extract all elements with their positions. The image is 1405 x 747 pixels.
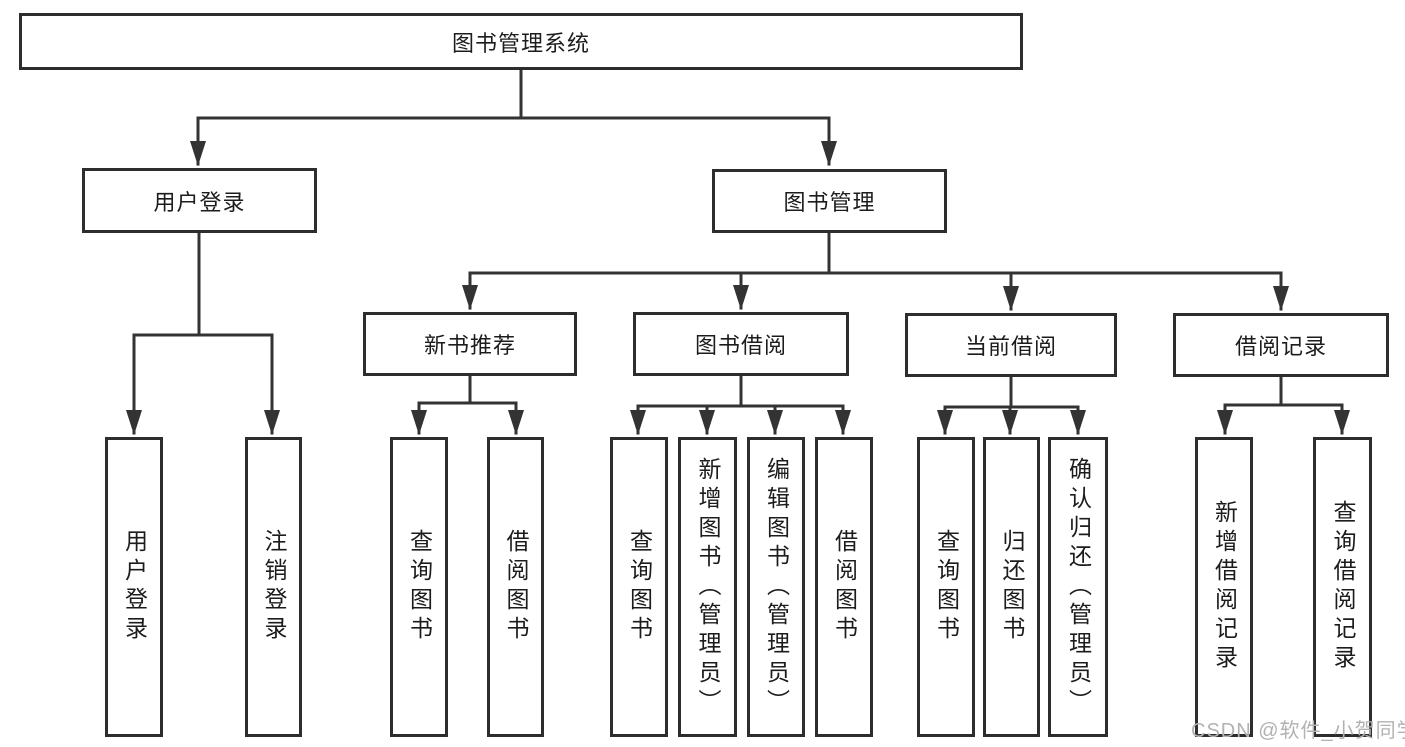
leaf-label: 新增借阅记录 bbox=[1211, 500, 1238, 674]
node-label: 图书管理 bbox=[783, 190, 876, 215]
leaf-label: 借阅图书 bbox=[503, 529, 529, 645]
leaf-label: 归还图书 bbox=[999, 529, 1025, 645]
node-label: 借阅记录 bbox=[1234, 334, 1327, 359]
node-label: 当前借阅 bbox=[964, 334, 1057, 359]
leaf-query-books-current: 查询图书 bbox=[917, 437, 975, 737]
leaf-edit-books-admin: 编辑图书（管理员） bbox=[747, 437, 805, 737]
leaf-user-login: 用户登录 bbox=[105, 437, 163, 737]
leaf-label: 借阅图书 bbox=[831, 529, 858, 645]
leaf-label: 用户登录 bbox=[121, 529, 148, 645]
node-label: 图书管理系统 bbox=[451, 30, 590, 56]
leaf-return-books: 归还图书 bbox=[983, 437, 1040, 737]
leaf-borrow-books: 借阅图书 bbox=[815, 437, 873, 737]
leaf-confirm-return-admin: 确认归还（管理员） bbox=[1048, 437, 1108, 737]
leaf-query-books-borrow: 查询图书 bbox=[610, 437, 668, 737]
node-new-book-recommend: 新书推荐 bbox=[363, 312, 577, 376]
leaf-add-borrow-record: 新增借阅记录 bbox=[1195, 437, 1253, 737]
node-label: 用户登录 bbox=[153, 189, 246, 215]
leaf-query-books-recommend: 查询图书 bbox=[390, 437, 448, 737]
leaf-query-borrow-record: 查询借阅记录 bbox=[1313, 437, 1372, 737]
node-user-login: 用户登录 bbox=[82, 168, 317, 233]
leaf-add-books-admin: 新增图书（管理员） bbox=[678, 437, 737, 737]
node-book-borrow: 图书借阅 bbox=[633, 312, 849, 376]
leaf-borrow-books-recommend: 借阅图书 bbox=[487, 437, 544, 737]
node-book-management: 图书管理 bbox=[712, 169, 947, 233]
leaf-label: 查询图书 bbox=[406, 529, 433, 645]
leaf-label: 查询图书 bbox=[626, 529, 653, 645]
leaf-label: 查询图书 bbox=[933, 529, 960, 645]
node-label: 图书借阅 bbox=[694, 333, 787, 358]
node-label: 新书推荐 bbox=[423, 333, 516, 358]
leaf-label: 编辑图书（管理员） bbox=[763, 456, 790, 718]
csdn-watermark: CSDN @软件_小贺同学 bbox=[1191, 720, 1405, 742]
node-current-borrow: 当前借阅 bbox=[905, 313, 1117, 377]
leaf-label: 注销登录 bbox=[261, 529, 287, 645]
leaf-label: 确认归还（管理员） bbox=[1065, 456, 1092, 718]
node-borrow-records: 借阅记录 bbox=[1173, 313, 1389, 377]
leaf-label: 查询借阅记录 bbox=[1330, 500, 1356, 674]
leaf-label: 新增图书（管理员） bbox=[695, 456, 721, 718]
node-library-system: 图书管理系统 bbox=[19, 13, 1023, 70]
leaf-logout: 注销登录 bbox=[245, 437, 302, 737]
